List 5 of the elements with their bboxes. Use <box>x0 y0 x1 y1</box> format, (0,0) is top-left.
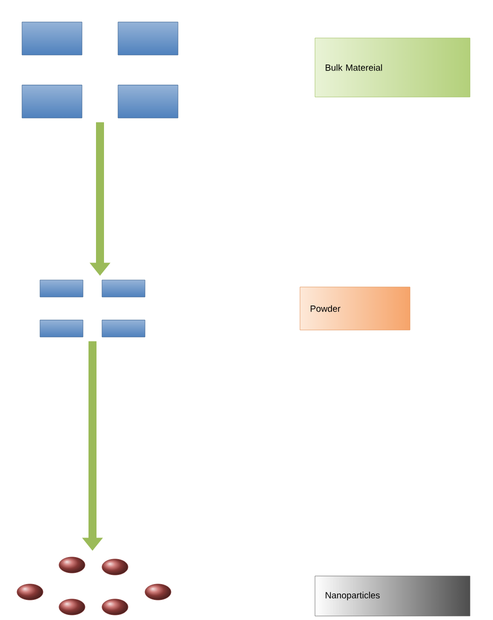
label-box: Powder <box>300 286 410 330</box>
large-blocks-drawing <box>22 22 178 118</box>
label-box: Bulk Matereial <box>314 38 470 98</box>
label-box: Nanoparticles <box>314 576 470 616</box>
small-blocks-drawing <box>40 280 146 338</box>
